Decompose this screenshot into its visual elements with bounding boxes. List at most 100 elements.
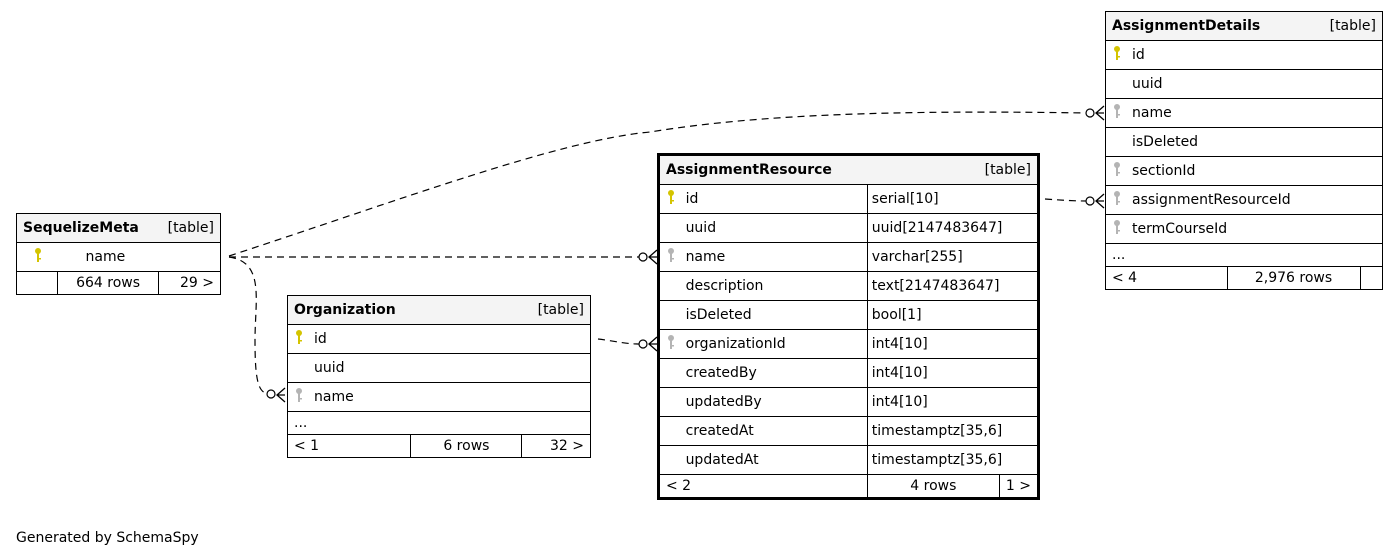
- footer-prev: < 1: [286, 434, 412, 458]
- column-name: termCourseId: [1126, 214, 1383, 244]
- foreign-key-icon: [1113, 190, 1121, 210]
- column-type: timestamptz[35,6]: [866, 416, 1040, 446]
- table-footer: < 4 2,976 rows: [1105, 266, 1384, 290]
- edge-end-circle: [266, 389, 276, 399]
- primary-key-icon: [295, 329, 303, 349]
- column-name: updatedBy: [679, 387, 868, 417]
- column-row[interactable]: uuid uuid[2147483647]: [657, 213, 1040, 243]
- column-name: name: [679, 242, 868, 272]
- column-name: createdBy: [679, 358, 868, 388]
- column-row[interactable]: isDeleted: [1105, 127, 1383, 157]
- column-row[interactable]: id: [287, 324, 591, 354]
- column-type: timestamptz[35,6]: [866, 445, 1040, 475]
- table-name: Organization: [294, 302, 396, 318]
- column-row[interactable]: isDeleted bool[1]: [657, 300, 1040, 330]
- footer-next: 29 >: [158, 271, 221, 295]
- foreign-key-icon: [667, 334, 675, 354]
- column-row[interactable]: name varchar[255]: [657, 242, 1040, 272]
- column-name: isDeleted: [679, 300, 868, 330]
- table-assignmentresource[interactable]: AssignmentResource [table] id serial[10]…: [657, 153, 1040, 500]
- edge-end-circle: [638, 252, 648, 262]
- foreign-key-icon: [1113, 103, 1121, 123]
- column-name: uuid: [679, 213, 868, 243]
- column-row[interactable]: organizationId int4[10]: [657, 329, 1040, 359]
- column-name: name: [57, 242, 221, 272]
- column-name: uuid: [308, 353, 591, 383]
- column-row[interactable]: uuid: [1105, 69, 1383, 99]
- column-name: description: [679, 271, 868, 301]
- column-name: createdAt: [679, 416, 868, 446]
- column-row[interactable]: description text[2147483647]: [657, 271, 1040, 301]
- column-name: name: [308, 382, 591, 412]
- footer-next: 1 >: [998, 474, 1040, 499]
- column-row[interactable]: name: [16, 242, 221, 272]
- footer-rows: 6 rows: [410, 434, 523, 458]
- column-name: id: [1126, 40, 1383, 70]
- crowfoot: [1095, 193, 1105, 209]
- column-row[interactable]: termCourseId: [1105, 214, 1383, 244]
- primary-key-icon: [667, 189, 675, 209]
- column-type: int4[10]: [866, 387, 1040, 417]
- column-type: bool[1]: [866, 300, 1040, 330]
- column-row[interactable]: updatedAt timestamptz[35,6]: [657, 445, 1040, 475]
- table-name: AssignmentResource: [666, 162, 832, 178]
- table-footer: 664 rows 29 >: [16, 271, 221, 295]
- generated-by-caption: Generated by SchemaSpy: [16, 530, 199, 546]
- footer-rows: 664 rows: [56, 271, 160, 295]
- foreign-key-icon: [667, 247, 675, 267]
- table-assignmentdetails[interactable]: AssignmentDetails [table] id uuid name i…: [1105, 11, 1384, 290]
- footer-prev: < 4: [1105, 266, 1228, 290]
- column-row[interactable]: name: [287, 382, 591, 412]
- primary-key-icon: [1113, 45, 1121, 65]
- column-row[interactable]: updatedBy int4[10]: [657, 387, 1040, 417]
- more-columns: ...: [287, 411, 591, 435]
- column-row[interactable]: id: [1105, 40, 1383, 70]
- edge-end-circle: [1085, 196, 1095, 206]
- column-name: updatedAt: [679, 445, 868, 475]
- footer-prev: < 2: [658, 474, 868, 499]
- column-name: organizationId: [679, 329, 868, 359]
- column-type: serial[10]: [866, 184, 1040, 214]
- table-sequelizemeta[interactable]: SequelizeMeta [table] name 664 rows 29 >: [16, 213, 221, 295]
- column-name: id: [308, 324, 591, 354]
- ellipsis: ...: [1105, 243, 1383, 267]
- foreign-key-icon: [295, 387, 303, 407]
- column-name: sectionId: [1126, 156, 1383, 186]
- crowfoot: [1095, 105, 1105, 121]
- edge-end-circle: [1085, 108, 1095, 118]
- table-name: AssignmentDetails: [1112, 18, 1261, 34]
- crowfoot: [276, 387, 286, 403]
- table-type: [table]: [167, 220, 214, 236]
- column-row[interactable]: createdBy int4[10]: [657, 358, 1040, 388]
- table-type: [table]: [537, 302, 584, 318]
- column-type: varchar[255]: [866, 242, 1040, 272]
- column-row[interactable]: name: [1105, 98, 1383, 128]
- table-name: SequelizeMeta: [23, 220, 139, 236]
- column-name: assignmentResourceId: [1126, 185, 1383, 215]
- footer-next: [1359, 266, 1384, 290]
- crowfoot: [648, 336, 658, 352]
- column-name: id: [679, 184, 868, 214]
- more-columns: ...: [1105, 243, 1383, 267]
- footer-next: 32 >: [521, 434, 591, 458]
- column-row[interactable]: assignmentResourceId: [1105, 185, 1383, 215]
- column-name: uuid: [1126, 69, 1383, 99]
- column-type: text[2147483647]: [866, 271, 1040, 301]
- edge-end-circle: [638, 339, 648, 349]
- primary-key-icon: [34, 247, 42, 267]
- edge-assignmentresource-assignmentdetails: [1044, 198, 1088, 202]
- table-organization[interactable]: Organization [table] id uuid name ... < …: [286, 295, 591, 458]
- footer-rows: 4 rows: [866, 474, 1000, 499]
- foreign-key-icon: [1113, 219, 1121, 239]
- column-type: uuid[2147483647]: [866, 213, 1040, 243]
- foreign-key-icon: [1113, 161, 1121, 181]
- column-row[interactable]: sectionId: [1105, 156, 1383, 186]
- table-type: [table]: [984, 162, 1031, 178]
- edge-sequelizemeta-organization: [228, 256, 269, 395]
- column-type: int4[10]: [866, 329, 1040, 359]
- column-row[interactable]: createdAt timestamptz[35,6]: [657, 416, 1040, 446]
- column-row[interactable]: id serial[10]: [657, 184, 1040, 214]
- table-footer: < 2 4 rows 1 >: [658, 474, 1040, 499]
- column-name: isDeleted: [1126, 127, 1383, 157]
- column-row[interactable]: uuid: [287, 353, 591, 383]
